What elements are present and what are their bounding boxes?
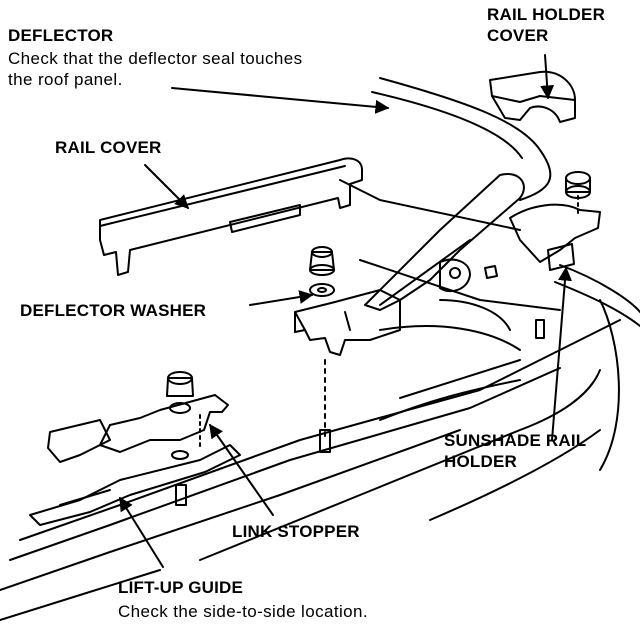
lift-up-guide-title: LIFT-UP GUIDE: [118, 578, 244, 597]
rail-holder-cover-line2: COVER: [487, 26, 549, 45]
leader-arrows: [119, 54, 572, 568]
rail-holder-cover-line1: RAIL HOLDER: [487, 5, 606, 24]
deflector-washer-title: DEFLECTOR WASHER: [20, 301, 207, 320]
rail-cover-title: RAIL COVER: [55, 138, 162, 157]
sunshade-rail-holder-label: SUNSHADE RAIL HOLDER: [444, 430, 586, 472]
link-stopper-label: LINK STOPPER: [232, 521, 360, 542]
deflector-washer-part: [309, 246, 335, 453]
roof-screws: [484, 265, 545, 339]
deflector-label: DEFLECTOR: [8, 25, 113, 46]
deflector-washer-label: DEFLECTOR WASHER: [20, 300, 206, 321]
link-stopper-part: [47, 371, 229, 463]
rail-cover-label: RAIL COVER: [55, 137, 162, 158]
deflector-link-arm: [364, 173, 525, 311]
rail-holder-cover-part: [489, 70, 576, 123]
sunshade-rail-holder-part: [509, 171, 601, 271]
sunshade-rail-holder-line1: SUNSHADE RAIL: [444, 431, 587, 450]
deflector-note-line1: Check that the deflector seal touches: [8, 49, 303, 68]
lift-up-guide-note: Check the side-to-side location.: [118, 601, 368, 622]
roof-panel: [0, 77, 640, 621]
lift-up-guide-note-text: Check the side-to-side location.: [118, 602, 368, 621]
sunshade-rail-holder-line2: HOLDER: [444, 452, 517, 471]
link-stopper-title: LINK STOPPER: [232, 522, 360, 541]
deflector-note-line2: the roof panel.: [8, 70, 123, 89]
lift-up-guide-part: [29, 414, 241, 526]
deflector-note: Check that the deflector seal touches th…: [8, 48, 303, 90]
rail-cover-part: [99, 157, 363, 276]
deflector-title: DEFLECTOR: [8, 26, 114, 45]
lift-up-guide-label: LIFT-UP GUIDE: [118, 577, 243, 598]
deflector-bracket: [294, 289, 401, 356]
rail-holder-cover-label: RAIL HOLDER COVER: [487, 4, 605, 46]
